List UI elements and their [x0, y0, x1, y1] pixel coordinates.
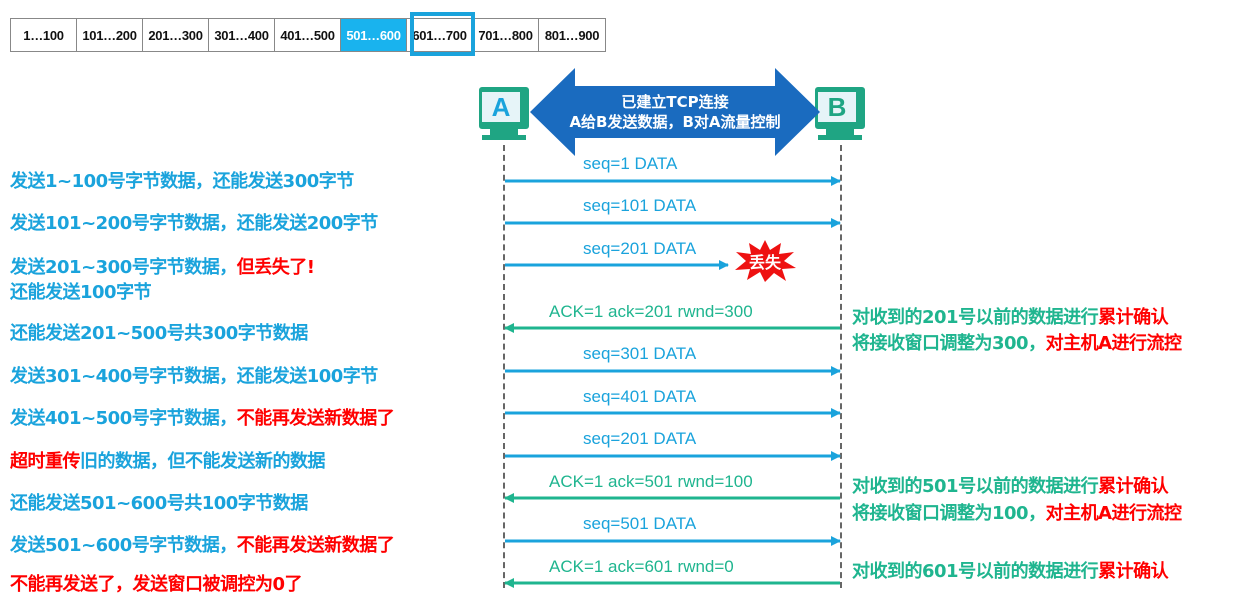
- right-note-emphasis: 对主机A进行流控: [1045, 503, 1182, 524]
- right-note: 对收到的501号以前的数据进行累计确认: [852, 472, 1169, 498]
- left-note-emphasis: 但丢失了: [236, 257, 308, 278]
- msg-label: seq=301 DATA: [583, 344, 697, 363]
- seq-cell: 801…900: [544, 27, 600, 43]
- host-a-label: A: [482, 92, 520, 122]
- left-note: 发送501~600号字节数据，不能再发送新数据了: [10, 531, 395, 557]
- seq-cell: 1…100: [11, 19, 77, 51]
- left-note-part: 发送201~300号字节数据，: [10, 257, 237, 278]
- msg-label: ACK=1 ack=601 rwnd=0: [549, 557, 734, 576]
- right-note: 对收到的201号以前的数据进行累计确认: [852, 303, 1169, 329]
- host-a: A: [476, 87, 536, 142]
- left-note: 发送401~500号字节数据，不能再发送新数据了: [10, 404, 395, 430]
- right-note-part: 对收到的501号以前的数据进行: [852, 476, 1099, 497]
- left-note: 发送1~100号字节数据，还能发送300字节: [10, 171, 354, 192]
- timeline-a: [503, 145, 505, 588]
- connection-banner: 已建立TCP连接 A给B发送数据，B对A流量控制: [530, 68, 820, 156]
- byte-sequence-bar: 1…100 101…200 201…300 301…400 401…500 50…: [10, 18, 606, 52]
- banner-line-2: A给B发送数据，B对A流量控制: [569, 113, 781, 131]
- msg-label: seq=101 DATA: [583, 196, 697, 215]
- right-note: 将接收窗口调整为100，对主机A进行流控: [852, 499, 1182, 525]
- left-note: 超时重传旧的数据，但不能发送新的数据: [10, 447, 326, 473]
- left-note: 还能发送100字节: [10, 282, 152, 303]
- left-note-emphasis: 超时重传: [10, 451, 81, 472]
- right-note: 对收到的601号以前的数据进行累计确认: [852, 557, 1169, 583]
- seq-cell: 401…500: [275, 19, 341, 51]
- left-note: 发送301~400号字节数据，还能发送100字节: [10, 366, 378, 387]
- msg-label: seq=1 DATA: [583, 154, 678, 173]
- left-note-part: 旧的数据，但不能发送新的数据: [80, 451, 326, 472]
- double-arrow-icon: [530, 68, 820, 156]
- left-note-part: 发送401~500号字节数据，: [10, 408, 237, 429]
- explosion-icon: [735, 240, 796, 282]
- left-note-emphasis: 不能再发送新数据了: [236, 408, 395, 429]
- right-note-part: 将接收窗口调整为300，: [852, 333, 1046, 354]
- left-note: 发送201~300号字节数据，但丢失了!: [10, 253, 315, 279]
- left-note-emphasis: !: [306, 257, 315, 278]
- left-note: 还能发送201~500号共300字节数据: [10, 323, 308, 344]
- seq-cell: 701…800: [473, 19, 539, 51]
- left-note-emphasis: 不能再发送新数据了: [236, 535, 395, 556]
- msg-label: seq=201 DATA: [583, 239, 697, 258]
- msg-label: seq=501 DATA: [583, 514, 697, 533]
- right-note-emphasis: 累计确认: [1098, 307, 1169, 328]
- msg-label: ACK=1 ack=501 rwnd=100: [549, 472, 753, 491]
- right-note-emphasis: 对主机A进行流控: [1045, 333, 1182, 354]
- msg-label: seq=201 DATA: [583, 429, 697, 448]
- banner-line-1: 已建立TCP连接: [621, 93, 729, 111]
- right-note-part: 将接收窗口调整为100，: [852, 503, 1046, 524]
- timeline-b: [840, 145, 842, 588]
- msg-label: ACK=1 ack=201 rwnd=300: [549, 302, 753, 321]
- host-b: B: [812, 87, 872, 142]
- seq-cell-highlighted: 501…600: [341, 19, 407, 51]
- seq-cell: 101…200: [77, 19, 143, 51]
- left-note-part: 发送501~600号字节数据，: [10, 535, 237, 556]
- right-note: 将接收窗口调整为300，对主机A进行流控: [852, 329, 1182, 355]
- left-note: 还能发送501~600号共100字节数据: [10, 493, 308, 514]
- left-note: 发送101~200号字节数据，还能发送200字节: [10, 213, 378, 234]
- lost-marker: 丢失: [734, 240, 796, 282]
- msg-label: seq=401 DATA: [583, 387, 697, 406]
- lost-label: 丢失: [748, 253, 781, 272]
- right-note-part: 对收到的601号以前的数据进行: [852, 561, 1099, 582]
- right-note-emphasis: 累计确认: [1098, 476, 1169, 497]
- right-note-emphasis: 累计确认: [1098, 561, 1169, 582]
- seq-cell: 201…300: [143, 19, 209, 51]
- seq-cell: 301…400: [209, 19, 275, 51]
- host-b-label: B: [818, 92, 856, 122]
- left-note: 不能再发送了，发送窗口被调控为0了: [10, 574, 303, 595]
- right-note-part: 对收到的201号以前的数据进行: [852, 307, 1099, 328]
